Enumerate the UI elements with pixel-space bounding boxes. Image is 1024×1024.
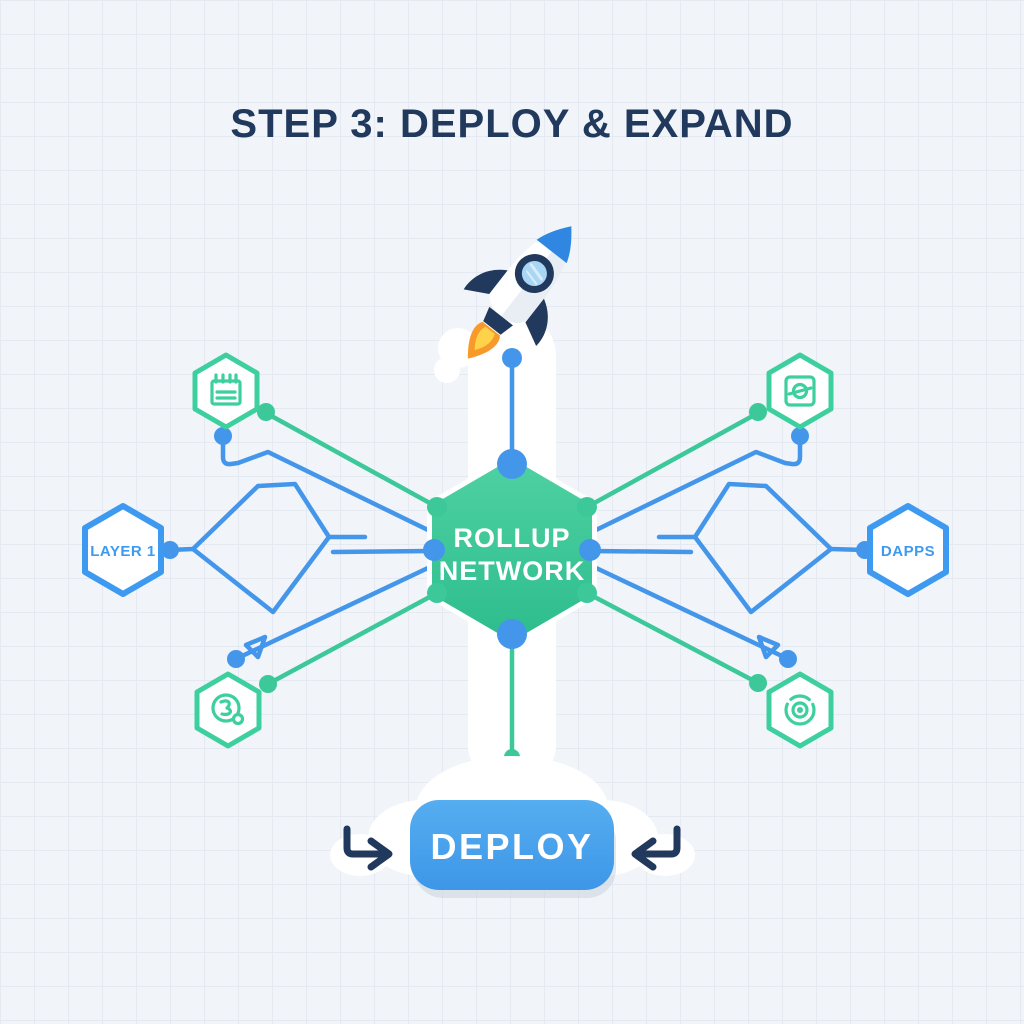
dot-hex-right <box>579 539 601 561</box>
trace-bottom-right <box>591 564 787 660</box>
dot-hex-lower-left <box>427 583 447 603</box>
trace-left-horizontal <box>330 548 435 555</box>
dot-satellite-bottom-left-blue <box>227 650 245 668</box>
dot-satellite-bottom-right-green <box>749 674 767 692</box>
dot-satellite-top-right-green <box>749 403 767 421</box>
deploy-button-shape[interactable] <box>410 800 614 890</box>
layer1-node: LAYER 1 <box>82 503 164 597</box>
satellite-top-right <box>766 352 834 430</box>
trace-right-horizontal <box>589 548 694 555</box>
circuit-kite-left <box>190 481 368 615</box>
connector-green-bottom-right <box>584 590 761 686</box>
sync-icon <box>784 375 816 407</box>
dot-hex-bottom <box>497 619 527 649</box>
layer1-label: LAYER 1 <box>90 543 155 560</box>
connector-green-top-right <box>584 410 761 510</box>
trace-bottom-left-arrowhead <box>243 634 268 660</box>
satellite-top-left <box>192 352 260 430</box>
notepad-icon <box>210 373 242 406</box>
connection-dots <box>161 348 874 765</box>
trace-bottom-right-arrowhead <box>756 634 781 660</box>
dot-hex-upper-left <box>427 497 447 517</box>
satellite-bottom-left <box>194 671 262 749</box>
dot-hex-lower-right <box>577 583 597 603</box>
dot-satellite-top-left-green <box>257 403 275 421</box>
dot-satellite-bottom-right-blue <box>779 650 797 668</box>
dot-satellite-top-right-blue <box>791 427 809 445</box>
dot-hex-upper-right <box>577 497 597 517</box>
dapps-node: DAPPS <box>867 503 949 597</box>
dot-hex-top <box>497 449 527 479</box>
connector-green-top-left <box>263 410 440 510</box>
dot-satellite-bottom-left-green <box>259 675 277 693</box>
deploy-button[interactable]: DEPLOY <box>410 800 616 898</box>
dot-rocket <box>502 348 522 368</box>
rocket-icon <box>463 226 572 359</box>
return-arrow-left-icon <box>631 825 681 871</box>
satellite-bottom-right <box>766 671 834 749</box>
trace-top-right <box>591 438 803 534</box>
circuit-kite-right <box>656 481 834 615</box>
trace-top-left <box>220 438 433 534</box>
dot-hex-left <box>423 539 445 561</box>
page-title: STEP 3: DEPLOY & EXPAND <box>230 102 793 146</box>
orbit-icon <box>784 694 816 726</box>
token-icon <box>211 693 245 726</box>
center-node-label-line1: ROLLUP <box>454 523 571 553</box>
return-arrow-right-icon <box>343 825 393 871</box>
connector-green-bottom-left <box>265 590 440 687</box>
dot-layer1 <box>161 541 179 559</box>
layer1-hexagon <box>82 503 164 597</box>
dapps-label: DAPPS <box>881 543 935 560</box>
dot-satellite-top-left-blue <box>214 427 232 445</box>
trace-bottom-left <box>237 564 433 660</box>
rollup-network-node: ROLLUP NETWORK <box>427 454 597 646</box>
center-node-label-line2: NETWORK <box>439 556 585 586</box>
dapps-hexagon <box>867 503 949 597</box>
deploy-button-label: DEPLOY <box>430 826 593 867</box>
